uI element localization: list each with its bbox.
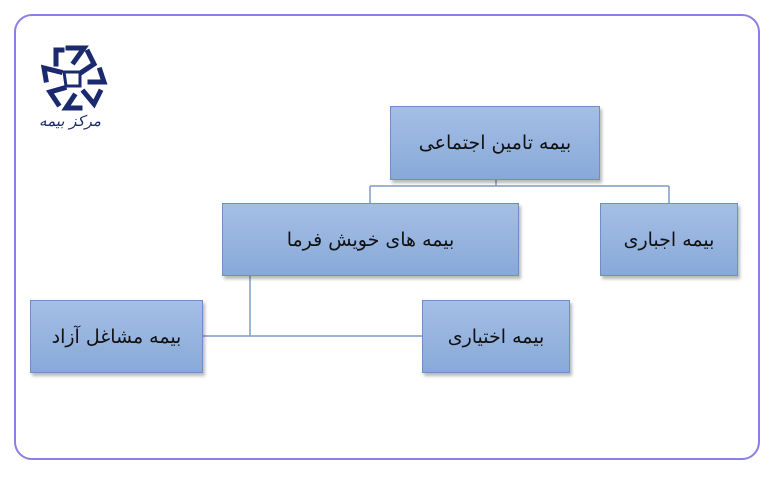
node-label: بیمه های خویش فرما — [286, 228, 455, 251]
node-self-employed: بیمه های خویش فرما — [222, 203, 519, 276]
node-freelance: بیمه مشاغل آزاد — [30, 300, 203, 373]
node-label: بیمه مشاغل آزاد — [51, 325, 182, 348]
node-label: بیمه تامین اجتماعی — [418, 132, 572, 154]
logo-caption: مرکز بیمه — [39, 112, 101, 130]
node-label: بیمه اختیاری — [447, 325, 545, 348]
node-optional: بیمه اختیاری — [422, 300, 570, 373]
node-label: بیمه اجباری — [623, 228, 715, 251]
node-social-security: بیمه تامین اجتماعی — [390, 106, 600, 180]
node-compulsory: بیمه اجباری — [600, 203, 738, 276]
insurance-logo-icon — [40, 45, 108, 111]
